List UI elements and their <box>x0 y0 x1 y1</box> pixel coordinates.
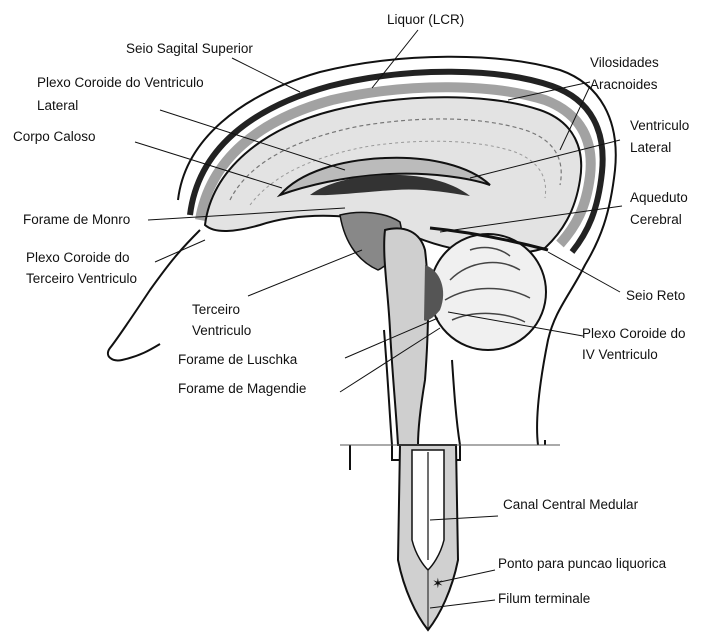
label-terceiro-ventriculo-line1: Terceiro <box>192 302 240 318</box>
cerebellum <box>430 234 546 350</box>
label-ventriculo-lateral-line2: Lateral <box>630 140 671 156</box>
label-seio-sagital-superior: Seio Sagital Superior <box>126 41 253 57</box>
label-vilosidades-line2: Aracnoides <box>590 77 658 93</box>
label-plexo-iv-line2: IV Ventriculo <box>582 347 658 363</box>
leader-seio-reto <box>548 252 620 292</box>
label-plexo-terceiro-line2: Terceiro Ventriculo <box>26 271 137 287</box>
label-seio-reto: Seio Reto <box>626 288 685 304</box>
label-ponto-puncao: Ponto para puncao liquorica <box>498 556 666 572</box>
leader-terceiro-ventriculo <box>248 250 362 296</box>
leader-seio-sagital <box>232 58 300 92</box>
label-forame-luschka: Forame de Luschka <box>178 352 297 368</box>
label-aqueduto-line2: Cerebral <box>630 212 682 228</box>
label-plexo-iv-line1: Plexo Coroide do <box>582 326 686 342</box>
label-aqueduto-line1: Aqueduto <box>630 190 688 206</box>
leader-plexo-terceiro <box>155 240 205 262</box>
label-plexo-lateral-line1: Plexo Coroide do Ventriculo <box>37 75 204 91</box>
label-corpo-caloso: Corpo Caloso <box>13 129 96 145</box>
label-filum-terminale: Filum terminale <box>498 591 590 607</box>
label-ventriculo-lateral-line1: Ventriculo <box>630 118 689 134</box>
label-forame-monro: Forame de Monro <box>23 212 130 228</box>
label-liquor: Liquor (LCR) <box>387 12 464 28</box>
label-vilosidades-line1: Vilosidades <box>590 55 659 71</box>
label-plexo-terceiro-line1: Plexo Coroide do <box>26 250 130 266</box>
label-plexo-lateral-line2: Lateral <box>37 98 78 114</box>
puncture-point-star: ✶ <box>432 575 444 591</box>
label-forame-magendie: Forame de Magendie <box>178 381 306 397</box>
label-canal-central-medular: Canal Central Medular <box>503 497 638 513</box>
label-terceiro-ventriculo-line2: Ventriculo <box>192 323 251 339</box>
